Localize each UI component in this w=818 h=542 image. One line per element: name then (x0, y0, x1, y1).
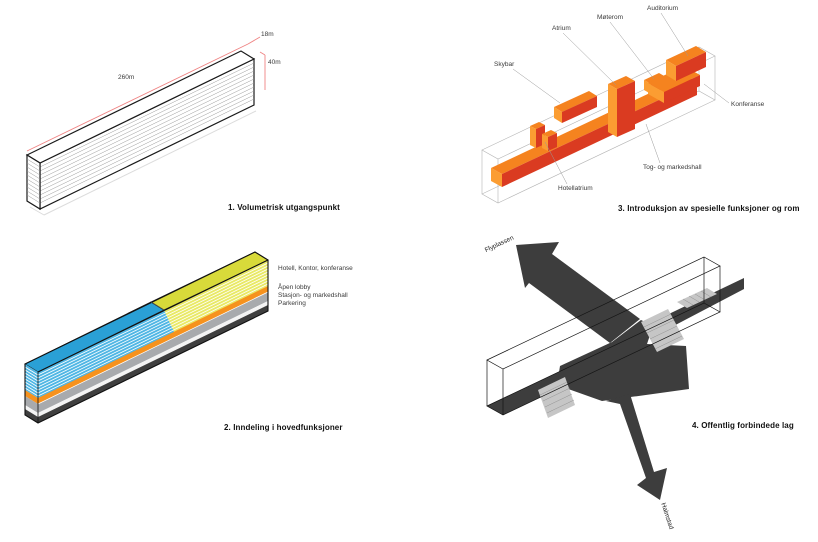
lobby-band-orange (38, 286, 268, 404)
end-face-gray (25, 396, 38, 413)
panel1-caption: 1. Volumetrisk utgangspunkt (228, 203, 340, 212)
skybar-box (554, 91, 597, 123)
front-stripes-blue (38, 310, 176, 397)
panel2-caption: 2. Inndeling i hovedfunksjoner (224, 423, 343, 432)
auditorium-box (666, 46, 706, 81)
room-label-atrium: Atrium (552, 25, 571, 32)
wireframe-box-4 (486, 256, 721, 416)
panel4-public-layers (486, 242, 744, 500)
atrium-tower (608, 76, 635, 137)
box-shadow (29, 110, 257, 216)
station-band-gray (38, 292, 268, 413)
flyplassen-arrow (516, 242, 640, 343)
ramp-2 (641, 309, 684, 352)
room-label-moterom: Møterom (597, 14, 623, 21)
box2-outline (24, 251, 269, 424)
slab-front (502, 82, 697, 187)
band-separator (37, 291, 269, 405)
ramp-1 (677, 288, 717, 308)
dimension-lines (26, 36, 266, 152)
layer-label-station: Stasjon- og markedshall (278, 292, 348, 299)
dimension-height-label: 40m (268, 59, 281, 66)
slab-top (491, 76, 697, 174)
end-face-dark (25, 409, 38, 423)
parking-band-white (38, 301, 268, 417)
dimension-width-label: 18m (261, 31, 274, 38)
floor-lines (39, 62, 255, 204)
ramp-3 (538, 377, 575, 418)
panel3-caption: 3. Introduksjon av spesielle funksjoner … (618, 204, 800, 213)
layer-label-lobby: Åpen lobby (278, 284, 311, 291)
market-hall-slab (491, 76, 697, 187)
slab-end (491, 168, 502, 187)
room-label-auditorium: Auditorium (647, 5, 679, 12)
hotellatrium-towers (530, 122, 557, 151)
end-face-white (25, 405, 38, 417)
layer-label-hotel: Hotell, Kontor, konferanse (278, 265, 353, 272)
layer-label-parking: Parkering (278, 300, 306, 307)
box-end-face (26, 153, 41, 211)
base-band-dark (38, 305, 268, 423)
dimension-length-label: 260m (118, 74, 135, 81)
panel4-caption: 4. Offentlig forbindede lag (692, 421, 794, 430)
room-label-toghall: Tog- og markedshall (643, 164, 702, 171)
room-label-skybar: Skybar (494, 61, 515, 68)
end-face-stripes (25, 366, 38, 397)
panel2-function-layers (24, 251, 269, 424)
panel3-special-functions (481, 12, 730, 204)
panel1-volumetric-box (25, 36, 266, 216)
end-face-floor-lines (26, 158, 41, 204)
halmstad-arrow (606, 394, 667, 500)
front-stripes-yellow (164, 262, 268, 336)
end-face-orange (25, 390, 38, 404)
room-label-konferanse: Konferanse (731, 101, 765, 108)
central-plane (557, 320, 689, 401)
end-face-stripe-zone (25, 364, 38, 398)
room-label-hotellatrium: Hotellatrium (558, 185, 593, 192)
flow-shapes (487, 242, 744, 500)
label-leader-lines (512, 12, 730, 185)
